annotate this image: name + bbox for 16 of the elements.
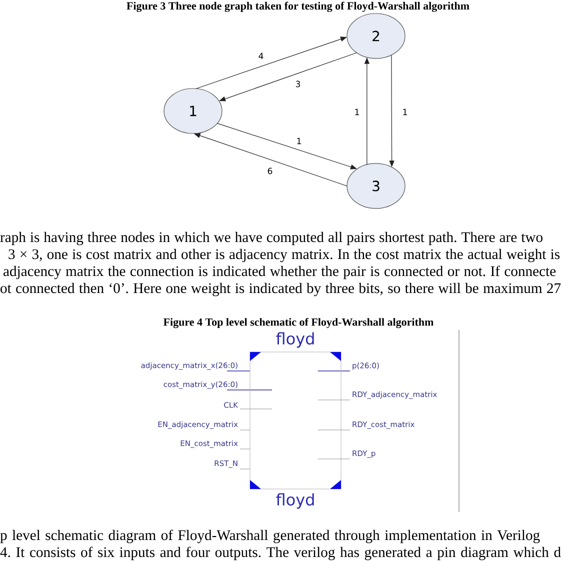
block-name: floyd	[276, 493, 314, 509]
figure-caption: Figure 4 Top level schematic of Floyd-Warshall algorithm	[164, 318, 434, 328]
paragraph: raph is having three nodes in which we have computed all pairs shortest path. There are two 3 × 3, one is cost matrix and other is adjacency matrix. In the cost matrix the actual weight is adjacency matrix the connection is indicated whether the pair is connected or not. If connecte ot connected then ‘0’. Here one weight is indicated by three bits, so there will be maximum 27	[0, 232, 561, 296]
edge-label: 3	[294, 80, 302, 88]
edge-label: 4	[257, 52, 265, 60]
graph-node: 3	[346, 163, 406, 209]
block-name: floyd	[276, 332, 314, 348]
arrow	[196, 36, 347, 89]
graph-node: 1	[164, 88, 222, 134]
edge-label: 1	[295, 136, 303, 146]
edge-label: 1	[401, 108, 409, 116]
graph-node: 2	[346, 13, 406, 59]
edge-label: 1	[353, 108, 361, 116]
edge-label: 6	[266, 166, 274, 176]
arrow	[219, 52, 357, 102]
paragraph: p level schematic diagram of Floyd-Warshall generated through implementation in Verilog 4. It consists of six inputs and four outputs. The verilog has generated a pin diagram which d	[0, 530, 561, 560]
